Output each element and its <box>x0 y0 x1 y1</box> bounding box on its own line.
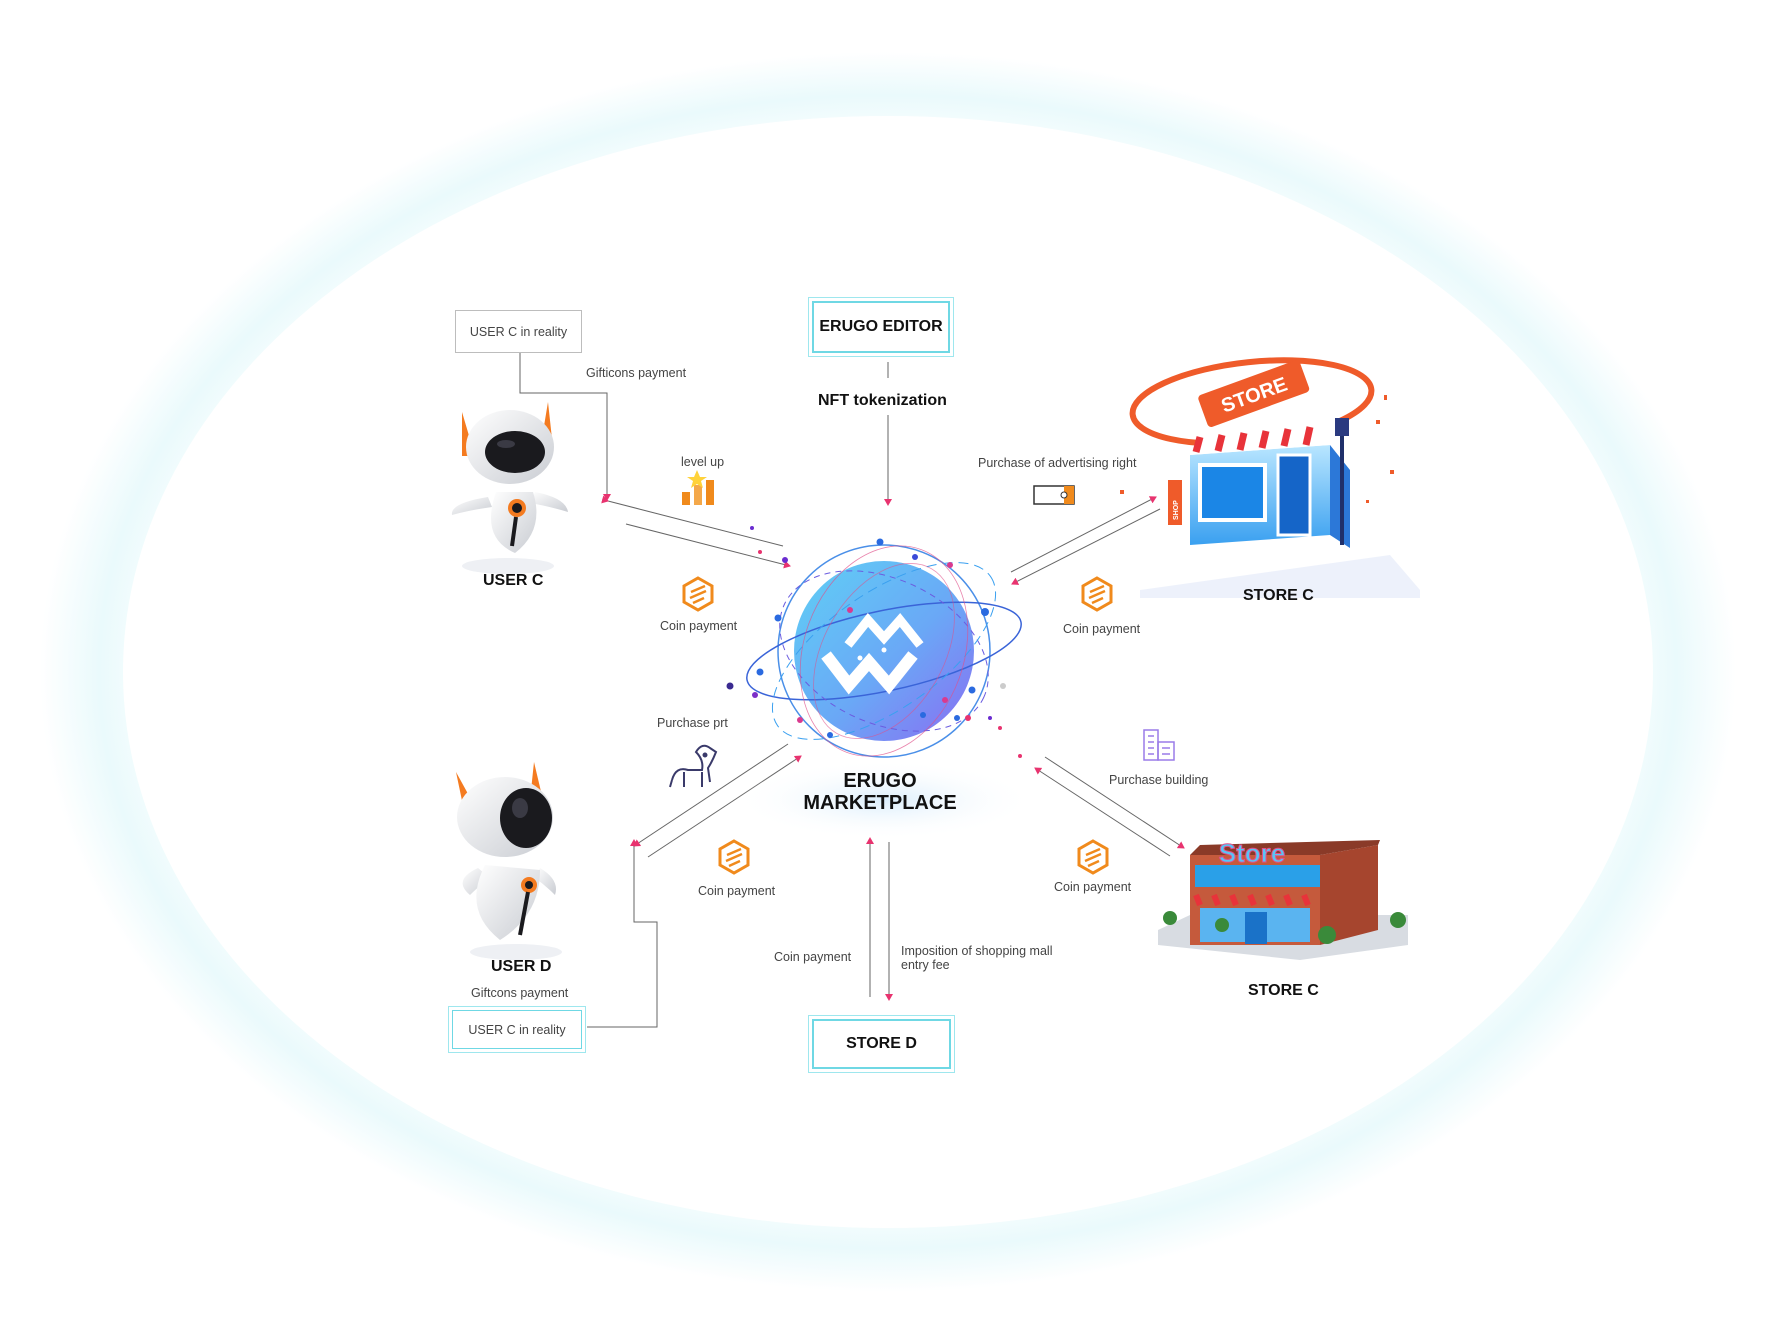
store-c-bottom-arrow-out <box>1034 767 1171 857</box>
user-d-arrow-out <box>633 743 789 847</box>
user-c-avatar <box>451 402 568 574</box>
building-icon <box>1143 729 1175 761</box>
store-d-label: STORE D <box>812 1019 951 1069</box>
user-d-gifticons-label: Giftcons payment <box>471 986 569 1000</box>
store-sign-text-2: Store <box>1219 838 1285 868</box>
user-c-reality-box[interactable]: USER C in reality <box>455 310 582 353</box>
erugo-editor-label: ERUGO EDITOR <box>812 301 950 353</box>
store-c-top-name: STORE C <box>1243 587 1314 604</box>
store-c-top-illustration: SHOP STORE <box>1120 357 1420 598</box>
store-c-bottom-arrow-in <box>1044 756 1185 849</box>
ticket-icon <box>1033 485 1075 505</box>
coin-icon <box>682 576 714 612</box>
erugo-marketplace-title: ERUGO MARKETPLACE <box>760 770 1000 814</box>
center-title-line1: ERUGO <box>843 770 917 792</box>
user-c-name: USER C <box>483 572 544 589</box>
user-d-gifticon-connector <box>587 839 658 1028</box>
store-d-box[interactable]: STORE D <box>808 1015 955 1073</box>
store-c-building-label: Purchase building <box>1109 773 1209 787</box>
erugo-editor-box[interactable]: ERUGO EDITOR <box>808 297 954 357</box>
store-c-top-coin-label: Coin payment <box>1063 622 1141 636</box>
user-c-arrow-in <box>625 523 791 569</box>
user-c-arrow-out <box>601 495 784 547</box>
store-c-bottom-coin-label: Coin payment <box>1054 880 1132 894</box>
store-c-advertising-label: Purchase of advertising right <box>978 456 1137 470</box>
user-c-level-up-label: level up <box>681 455 725 469</box>
store-c-bottom-name: STORE C <box>1248 982 1319 999</box>
user-c-gifticon-connector <box>519 352 611 501</box>
center-title-line2: MARKETPLACE <box>803 792 957 814</box>
user-d-coin-label: Coin payment <box>698 884 776 898</box>
store-d-fee-line2: entry fee <box>901 958 950 972</box>
store-c-top-arrow-out <box>1011 508 1161 585</box>
coin-icon <box>1081 576 1113 612</box>
coin-icon <box>1077 839 1109 875</box>
store-c-top-arrow-in <box>1010 496 1157 573</box>
user-c-coin-label: Coin payment <box>660 619 738 633</box>
user-d-reality-box[interactable]: USER C in reality <box>448 1006 586 1053</box>
erugo-globe <box>726 526 1034 840</box>
user-c-gifticons-label: Gifticons payment <box>586 366 687 380</box>
shop-sign-text: SHOP <box>1173 500 1180 520</box>
store-d-fee-line1: Imposition of shopping mall <box>901 944 1053 958</box>
nft-tokenization-label: NFT tokenization <box>818 392 947 409</box>
level-up-icon <box>682 470 714 505</box>
dog-icon <box>669 744 718 788</box>
store-c-bottom-illustration: Store <box>1158 838 1408 960</box>
user-d-reality-label: USER C in reality <box>452 1010 582 1049</box>
store-d-fee-label: Imposition of shopping mall entry fee <box>901 944 1052 972</box>
coin-icon <box>718 839 750 875</box>
user-d-name: USER D <box>491 958 552 975</box>
store-d-coin-label: Coin payment <box>774 950 852 964</box>
erugo-logo-icon <box>821 613 924 695</box>
user-d-avatar <box>456 762 562 960</box>
user-d-purchase-label: Purchase prt <box>657 716 728 730</box>
